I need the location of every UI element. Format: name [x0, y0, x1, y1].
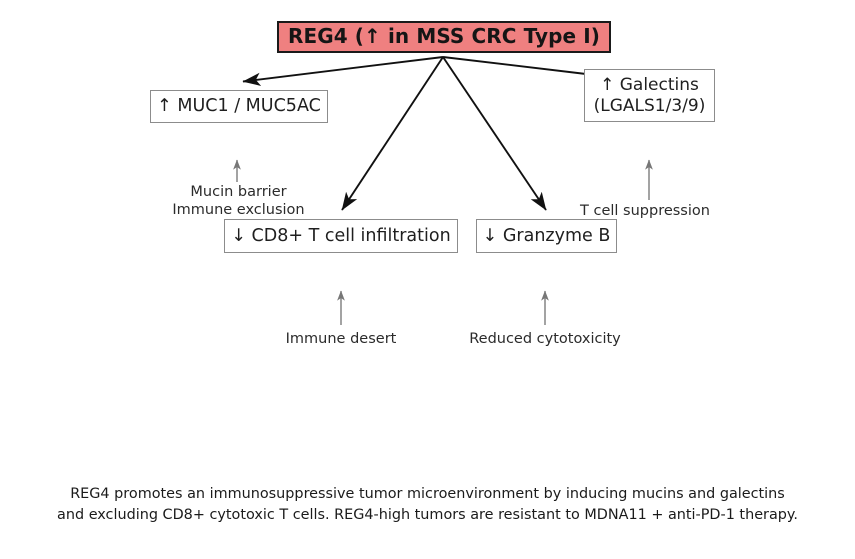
annotation-mucin-barrier-line2: Immune exclusion	[172, 201, 305, 218]
edge-title-to-granzyme	[442, 56, 547, 211]
node-mucins: ↑ MUC1 / MUC5AC	[150, 90, 328, 123]
annotation-immune-desert: Immune desert	[272, 331, 410, 349]
figure-caption: REG4 promotes an immunosuppressive tumor…	[0, 484, 855, 526]
annotation-mucin-barrier-line1: Mucin barrier	[190, 184, 287, 200]
node-granzyme-b-label: ↓ Granzyme B	[482, 225, 611, 246]
node-cd8-infiltration-label: ↓ CD8+ T cell infiltration	[231, 225, 451, 246]
node-cd8-infiltration: ↓ CD8+ T cell infiltration	[224, 219, 458, 253]
figure-caption-line2: and excluding CD8+ cytotoxic T cells. RE…	[57, 506, 798, 523]
node-galectins: ↑ Galectins (LGALS1/3/9)	[584, 69, 715, 122]
edge-title-to-cd8	[341, 56, 444, 211]
node-galectins-line2: (LGALS1/3/9)	[593, 95, 706, 116]
node-reg4-title-label: REG4 (↑ in MSS CRC Type I)	[287, 24, 601, 49]
annotation-reduced-cytotoxicity: Reduced cytotoxicity	[462, 331, 628, 349]
edge-title-to-galectins	[442, 56, 587, 75]
node-reg4-title: REG4 (↑ in MSS CRC Type I)	[277, 21, 611, 53]
figure-caption-line1: REG4 promotes an immunosuppressive tumor…	[70, 486, 785, 502]
node-mucins-label: ↑ MUC1 / MUC5AC	[157, 96, 321, 117]
annotation-reduced-cytotoxicity-line1: Reduced cytotoxicity	[469, 331, 621, 347]
node-galectins-line1: ↑ Galectins	[600, 75, 699, 96]
annotation-mucin-barrier: Mucin barrier Immune exclusion	[160, 184, 317, 219]
annotation-t-cell-suppression-line1: T cell suppression	[580, 203, 710, 219]
node-granzyme-b: ↓ Granzyme B	[476, 219, 617, 253]
edge-title-to-mucins	[242, 56, 444, 86]
annotation-t-cell-suppression: T cell suppression	[575, 203, 715, 221]
annotation-immune-desert-line1: Immune desert	[285, 331, 397, 347]
